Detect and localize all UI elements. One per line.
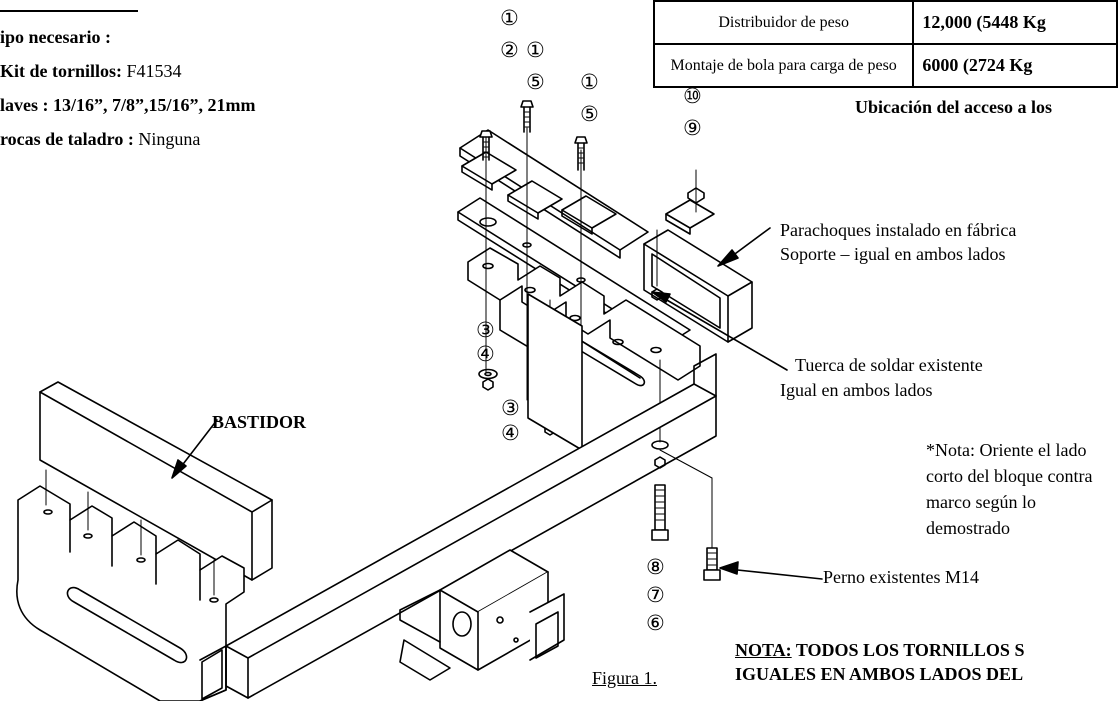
bottom-note-line1: NOTA: TODOS LOS TORNILLOS S: [735, 640, 1024, 661]
part-number: ①: [500, 6, 519, 30]
table-cell-label: Montaje de bola para carga de peso: [652, 43, 915, 88]
table-cell-value: 12,000 (5448 Kg: [912, 0, 1118, 45]
table-row: Distribuidor de peso 12,000 (5448 Kg: [652, 0, 1118, 45]
kit-label: Kit de tornillos:: [0, 61, 122, 81]
part-number: ②: [500, 38, 519, 62]
weld-nut-callout-line2: Igual en ambos lados: [780, 380, 933, 400]
vehicle-frame: [39, 381, 273, 581]
drill-line: rocas de taladro : Ninguna: [0, 129, 200, 150]
access-heading: Ubicación del acceso a los: [855, 97, 1052, 117]
bumper-bracket: [457, 129, 753, 387]
part-number: ①: [580, 70, 599, 94]
part-number: ①: [526, 38, 545, 62]
part-number: ⑤: [526, 70, 545, 94]
hitch-cross-tube: [199, 353, 717, 701]
note-line3: marco según lo: [926, 492, 1036, 512]
note-line2: corto del bloque contra: [926, 466, 1093, 486]
drill-value: Ninguna: [133, 129, 201, 149]
note-line1: *Nota: Oriente el lado: [926, 440, 1087, 460]
table-row: Montaje de bola para carga de peso 6000 …: [652, 43, 1118, 88]
lower-bolts: [651, 440, 721, 581]
part-number: ⑧: [646, 555, 665, 579]
part-number: ⑦: [646, 583, 665, 607]
carriage-bolts: [479, 100, 588, 171]
table-cell-value: 6000 (2724 Kg: [912, 43, 1118, 88]
part-number: ⑥: [646, 611, 665, 635]
drill-label: rocas de taladro :: [0, 129, 134, 149]
leader-arrows: [171, 227, 823, 580]
bottom-note-label: NOTA:: [735, 640, 792, 660]
receiver-box: [399, 549, 565, 681]
keys-line: laves : 13/16”, 7/8”,15/16”, 21mm: [0, 95, 256, 115]
part-number: ⑨: [683, 116, 702, 140]
frame-label: BASTIDOR: [212, 412, 307, 432]
table-cell-label: Distribuidor de peso: [652, 0, 915, 45]
bottom-note-line2: IGUALES EN AMBOS LADOS DEL: [735, 664, 1024, 684]
hitch-left-bracket: [16, 469, 245, 701]
part-number: ⑩: [683, 84, 702, 108]
note-line4: demostrado: [926, 518, 1010, 538]
header-underline: [0, 10, 138, 12]
part-number: ⑤: [580, 102, 599, 126]
part-number: ③: [501, 396, 520, 420]
equipment-title: ipo necesario :: [0, 27, 111, 47]
weld-nut-callout-line1: Tuerca de soldar existente: [795, 355, 983, 375]
bolt-callout: Perno existentes M14: [823, 567, 979, 587]
kit-line: Kit de tornillos: F41534: [0, 61, 182, 82]
capacity-table: Distribuidor de peso 12,000 (5448 Kg Mon…: [652, 0, 1118, 88]
part-number: ④: [501, 421, 520, 445]
kit-value: F41534: [122, 61, 182, 81]
bottom-note-text: TODOS LOS TORNILLOS S: [791, 640, 1025, 660]
part-number: ④: [476, 342, 495, 366]
bumper-callout-line1: Parachoques instalado en fábrica: [780, 220, 1017, 240]
bumper-callout-line2: Soporte – igual en ambos lados: [780, 244, 1006, 264]
figure-caption: Figura 1.: [592, 668, 657, 688]
part-number: ③: [476, 318, 495, 342]
